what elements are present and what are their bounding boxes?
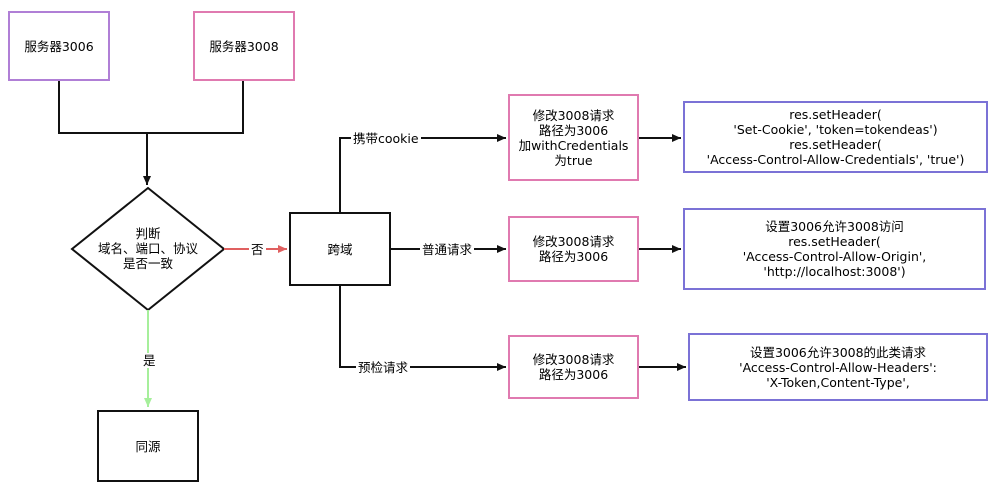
code-cookie-node: res.setHeader( 'Set-Cookie', 'token=toke… [683,101,988,173]
same-origin-label: 同源 [135,438,161,454]
server-3006-node: 服务器3006 [8,11,110,81]
step-preflight-node: 修改3008请求 路径为3006 [508,335,639,399]
cross-origin-node: 跨域 [289,212,391,286]
edge-label-no: 否 [249,242,266,257]
edge-preflight [339,286,506,371]
decision-text: 判断 域名、端口、协议 是否一致 [97,226,198,271]
edge-label-simple: 普通请求 [420,242,475,257]
same-origin-node: 同源 [97,410,199,482]
edge-label-preflight: 预检请求 [356,360,411,375]
server-3008-node: 服务器3008 [193,11,295,81]
cross-origin-label: 跨域 [327,241,353,257]
server-3006-label: 服务器3006 [24,38,94,54]
step-cookie-node: 修改3008请求 路径为3006 加withCredentials 为true [508,94,639,181]
edge-label-yes: 是 [141,353,158,368]
edge-server3008-merge [147,80,244,134]
step-simple-node: 修改3008请求 路径为3006 [508,216,639,282]
edge-label-cookie: 携带cookie [351,131,421,146]
edge-server3006-merge [58,80,147,134]
server-3008-label: 服务器3008 [209,38,279,54]
edge-cookie [339,134,506,212]
code-preflight-node: 设置3006允许3008的此类请求 'Access-Control-Allow-… [688,333,988,401]
code-simple-node: 设置3006允许3008访问 res.setHeader( 'Access-Co… [683,208,986,290]
